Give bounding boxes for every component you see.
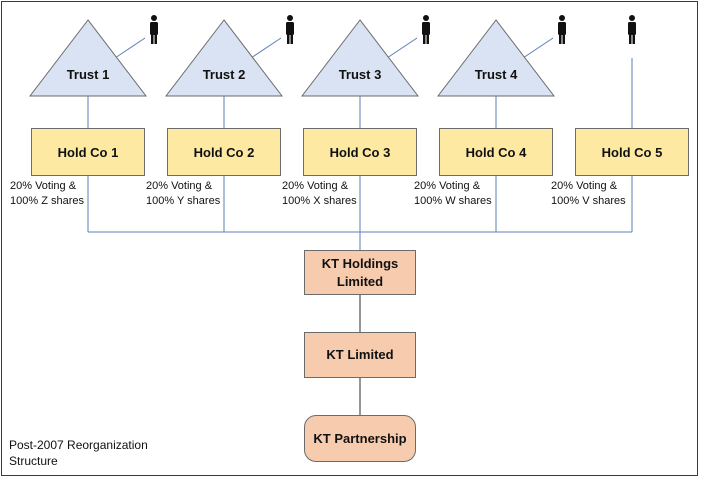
trust-2-label: Trust 2 [202,67,246,82]
note-line-voting: 20% Voting & [146,180,213,192]
diagram-caption: Post-2007 Reorganization Structure [9,437,148,469]
note-line-shares: 100% X shares [282,195,357,207]
hold-co-3-note: 20% Voting & 100% X shares [282,179,357,209]
person-icon [422,15,430,44]
connector-trust1-person1 [114,37,146,59]
kt-partnership-box: KT Partnership [304,415,416,462]
trust-3-triangle [300,19,420,97]
note-line-voting: 20% Voting & [282,180,349,192]
note-line-voting: 20% Voting & [414,180,481,192]
hold-co-4-note: 20% Voting & 100% W shares [414,179,492,209]
note-line-shares: 100% W shares [414,195,492,207]
connector-trust4-person4 [522,37,554,59]
hold-co-3-box: Hold Co 3 [303,128,417,176]
kt-holdings-line1: KT Holdings [321,255,399,271]
trust-3-label: Trust 3 [338,67,382,82]
note-line-shares: 100% Z shares [10,195,84,207]
hold-co-2-box: Hold Co 2 [167,128,281,176]
trust-4-label: Trust 4 [474,67,518,82]
caption-line1: Post-2007 Reorganization [9,438,148,452]
person-icon [150,15,158,44]
note-line-shares: 100% Y shares [146,195,221,207]
hold-co-5-box: Hold Co 5 [575,128,689,176]
caption-line2: Structure [9,454,58,468]
person-icon [558,15,566,44]
trust-1-label: Trust 1 [66,67,110,82]
hold-co-4-box: Hold Co 4 [439,128,553,176]
note-line-shares: 100% V shares [551,195,626,207]
trust-4-triangle [436,19,556,97]
kt-limited-box: KT Limited [304,332,416,378]
connector-trust2-person2 [250,37,282,59]
trust-1-triangle [28,19,148,97]
kt-holdings-box: KT Holdings Limited [304,250,416,295]
trust-2-triangle [164,19,284,97]
note-line-voting: 20% Voting & [10,180,77,192]
note-line-voting: 20% Voting & [551,180,618,192]
person-icon [286,15,294,44]
connector-trust3-person3 [386,37,418,59]
hold-co-2-note: 20% Voting & 100% Y shares [146,179,220,209]
hold-co-1-note: 20% Voting & 100% Z shares [10,179,84,209]
person-icon [628,15,636,44]
kt-holdings-line2: Limited [336,273,384,289]
hold-co-1-box: Hold Co 1 [31,128,145,176]
hold-co-5-note: 20% Voting & 100% V shares [551,179,626,209]
